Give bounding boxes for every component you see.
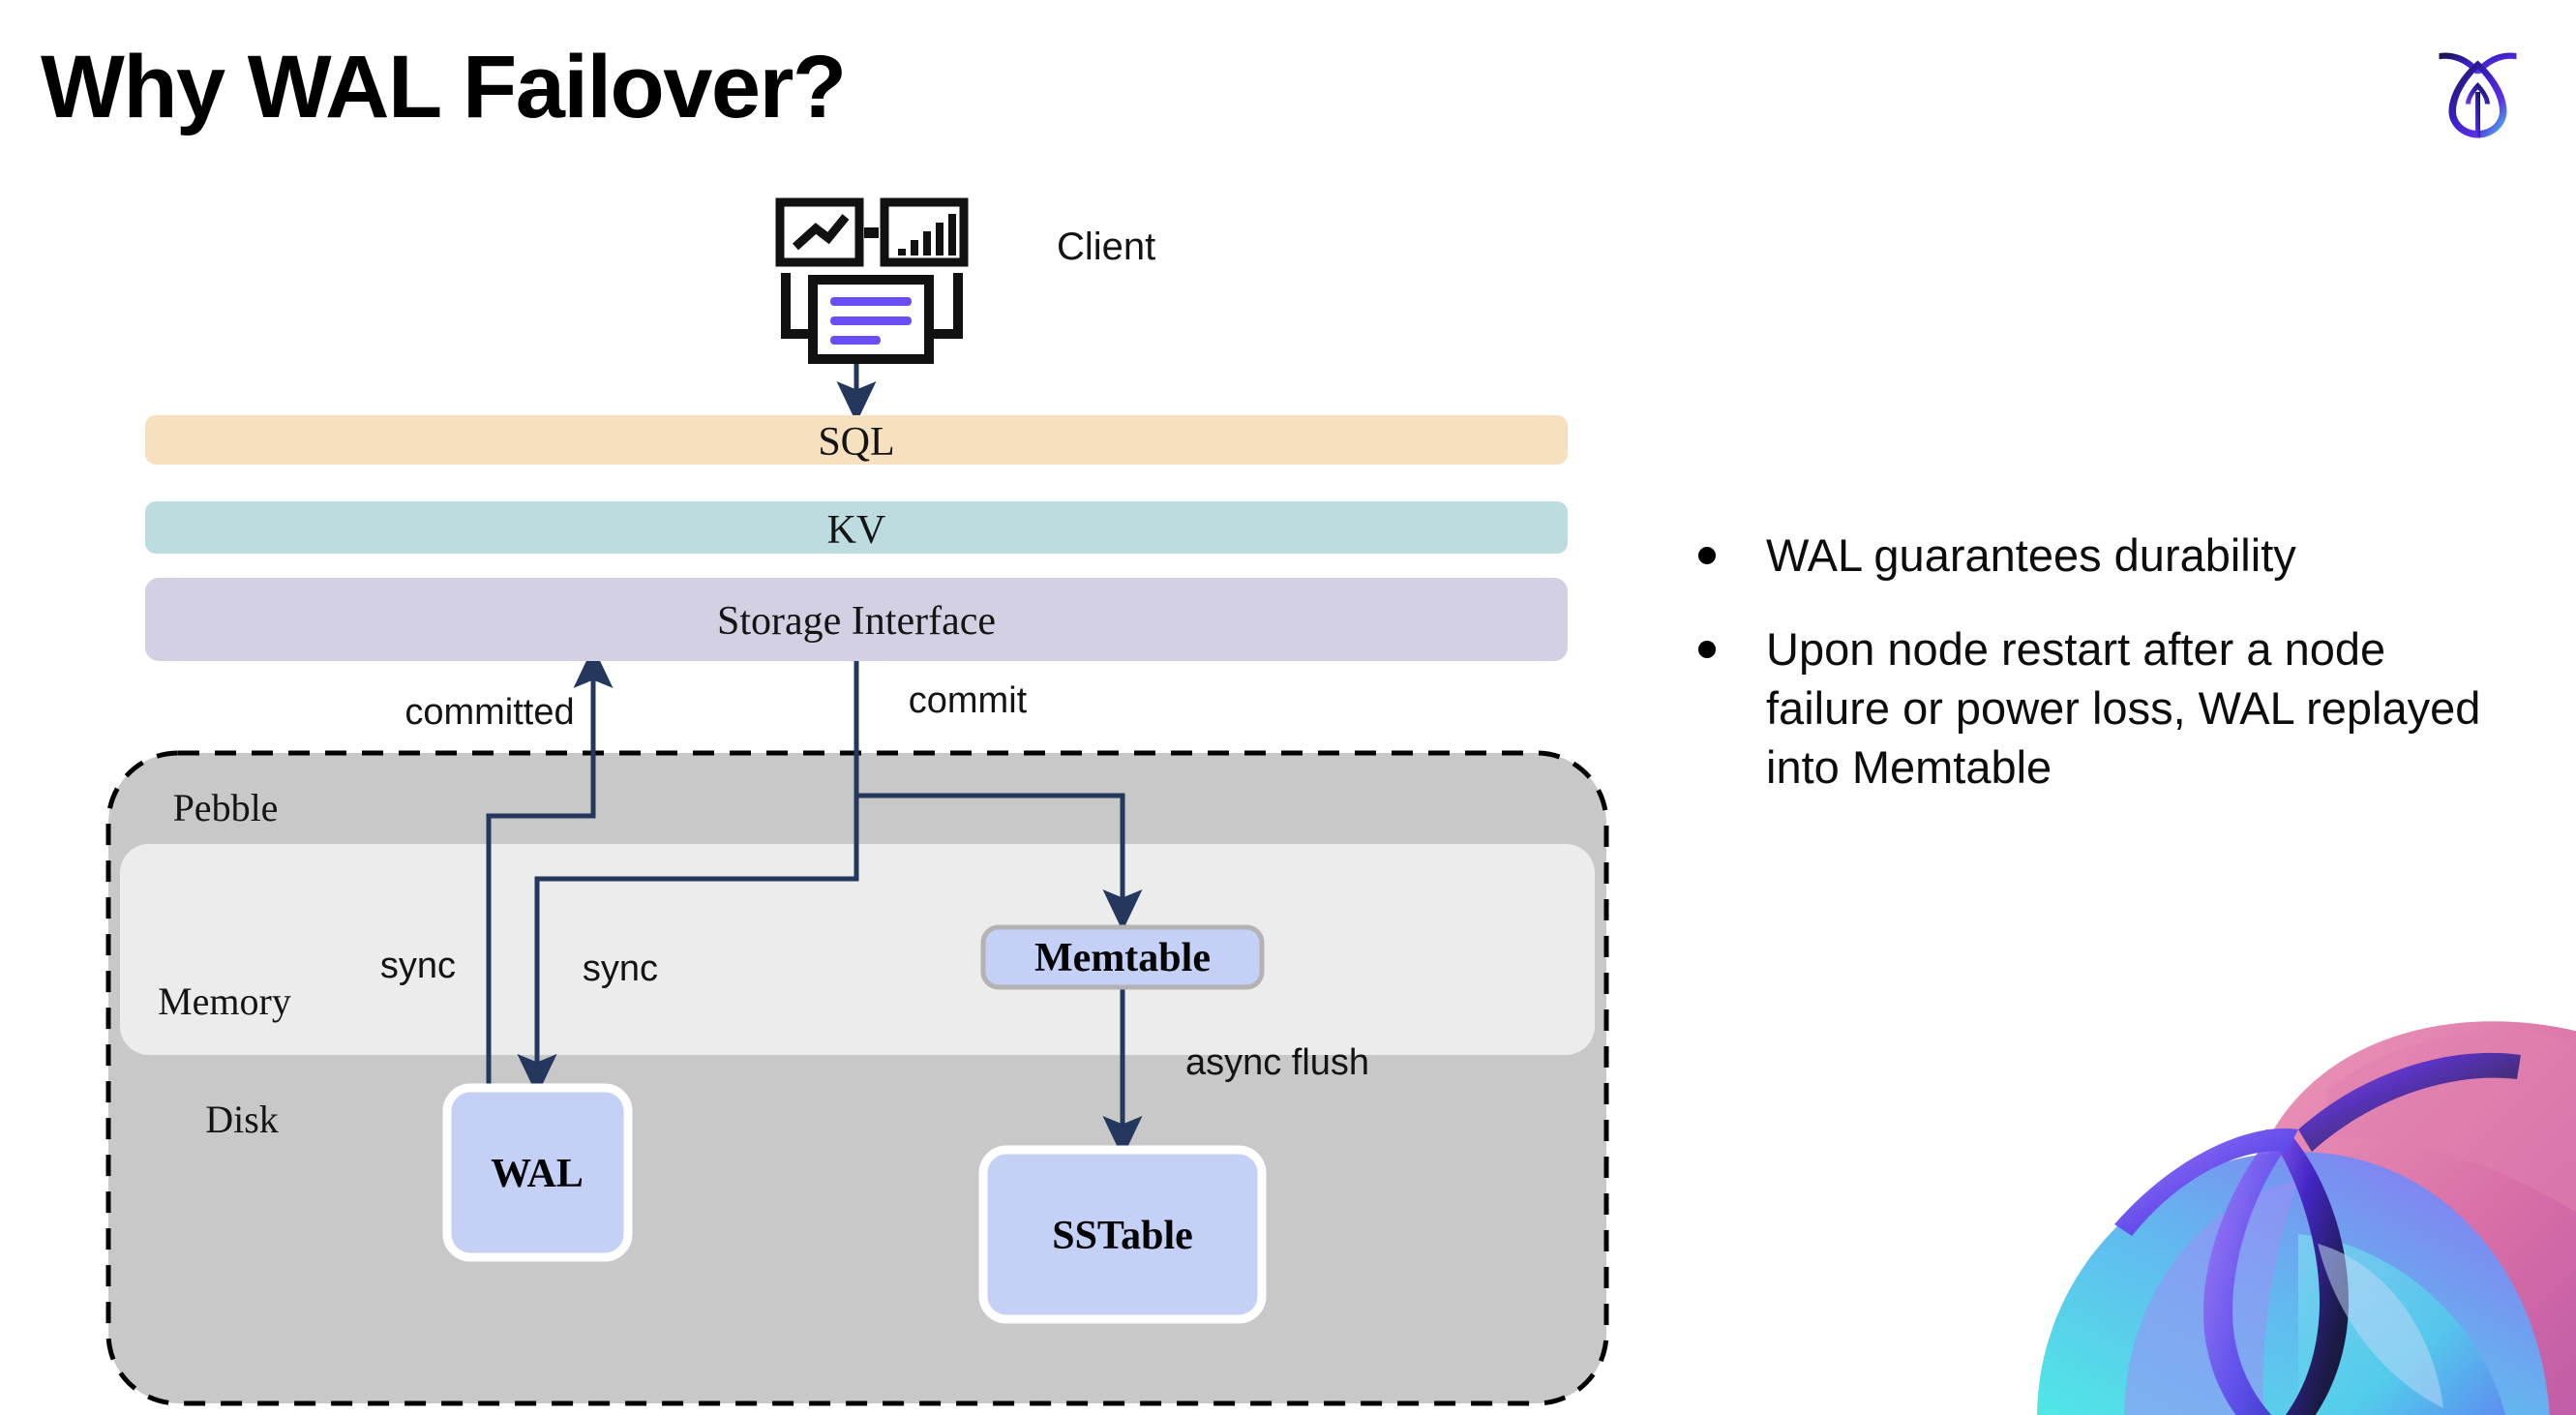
edge-label-committed: committed [404,692,574,733]
edge-label-sync-2: sync [583,948,658,989]
list-item: WAL guarantees durability [1698,526,2501,585]
list-item: Upon node restart after a node failure o… [1698,619,2501,797]
memory-label: Memory [158,979,291,1023]
page-title: Why WAL Failover? [41,38,847,136]
node-memtable-label: Memtable [1034,936,1211,980]
layer-storage-interface-label: Storage Interface [717,599,996,644]
bullet-dot-icon [1698,547,1716,564]
disk-label: Disk [205,1098,279,1141]
edge-label-sync-1: sync [380,946,456,986]
bullet-text: WAL guarantees durability [1766,529,2296,581]
client-dashboard-icon [775,197,969,364]
node-sstable[interactable]: SSTable [978,1145,1267,1324]
node-wal[interactable]: WAL [442,1083,633,1262]
edge-commit-wal-sync [517,796,859,1097]
bullet-text: Upon node restart after a node failure o… [1766,623,2481,794]
edge-label-async-flush: async flush [1185,1042,1369,1083]
layer-storage-interface[interactable]: Storage Interface [145,578,1568,661]
edge-labels: committed commit sync sync async flush [380,680,1369,1083]
node-memtable[interactable]: Memtable [980,924,1265,990]
layer-stack: SQL KV Storage Interface [145,415,1568,661]
client-label: Client [1057,226,1155,268]
bullet-dot-icon [1698,641,1716,659]
layer-sql[interactable]: SQL [145,415,1568,465]
node-wal-label: WAL [491,1152,584,1196]
layer-kv-label: KV [827,508,886,553]
bullet-list: WAL guarantees durability Upon node rest… [1698,526,2501,831]
pebble-label: Pebble [173,786,279,829]
layer-sql-label: SQL [818,420,894,465]
node-sstable-label: SSTable [1052,1214,1193,1258]
edge-commit-memtable [854,661,1143,932]
edge-committed-up [486,646,614,1099]
cockroachdb-logo-icon [2439,52,2517,138]
edge-label-commit: commit [909,680,1028,721]
architecture-diagram: Pebble Memory Disk committed commit sync… [105,197,1609,1406]
layer-kv[interactable]: KV [145,501,1568,554]
cockroachdb-watermark-icon [2037,1021,2576,1415]
